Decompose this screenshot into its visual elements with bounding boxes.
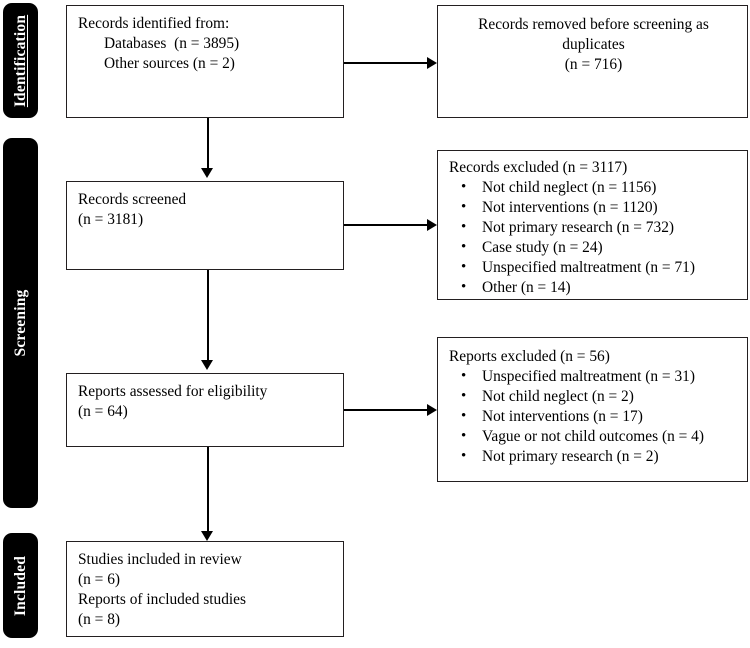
list-item: Other (n = 14) — [449, 278, 738, 298]
arrow-down-icon — [201, 360, 213, 370]
connector-line-horizontal — [344, 224, 427, 227]
list-item: Not child neglect (n = 1156) — [449, 178, 738, 198]
box-studies-included: Studies included in review (n = 6) Repor… — [66, 541, 344, 637]
phase-bar-screening: Screening — [3, 138, 38, 508]
records-identified-line-1: Records identified from: — [78, 15, 230, 32]
records-removed-line-2: duplicates — [562, 36, 625, 54]
records-removed-line-1: Records removed before screening as — [478, 16, 709, 33]
box-records-excluded: Records excluded (n = 3117) Not child ne… — [437, 150, 748, 300]
connector-line-vertical — [206, 270, 209, 360]
phase-label-screening: Screening — [11, 289, 29, 357]
connector-line-vertical — [206, 447, 209, 531]
list-item: Not interventions (n = 1120) — [449, 198, 738, 218]
box-reports-assessed-eligibility: Reports assessed for eligibility (n = 64… — [66, 373, 344, 447]
list-item: Unspecified maltreatment (n = 71) — [449, 258, 738, 278]
records-removed-line-3: (n = 716) — [564, 56, 623, 74]
connector-line-horizontal — [344, 409, 427, 412]
box-records-screened: Records screened (n = 3181) — [66, 181, 344, 270]
records-screened-line-2: (n = 3181) — [78, 211, 144, 229]
connector-line-vertical — [206, 118, 209, 168]
included-line-4: (n = 8) — [78, 611, 121, 629]
phase-bar-included: Included — [3, 533, 38, 638]
records-excluded-heading: Records excluded (n = 3117) — [449, 159, 628, 176]
records-identified-line-3: Other sources (n = 2) — [104, 55, 235, 73]
phase-label-included: Included — [11, 555, 29, 616]
arrow-right-icon — [427, 403, 437, 416]
included-line-1: Studies included in review — [78, 551, 242, 568]
records-excluded-list: Not child neglect (n = 1156) Not interve… — [449, 178, 738, 299]
arrow-down-icon — [201, 168, 213, 178]
list-item: Not interventions (n = 17) — [449, 407, 738, 427]
included-line-2: (n = 6) — [78, 571, 121, 589]
reports-excluded-list: Unspecified maltreatment (n = 31) Not ch… — [449, 367, 738, 467]
list-item: Not primary research (n = 2) — [449, 447, 738, 467]
list-item: Case study (n = 24) — [449, 238, 738, 258]
connector-line-horizontal — [344, 62, 427, 65]
list-item: Unspecified maltreatment (n = 31) — [449, 367, 738, 387]
list-item: Vague or not child outcomes (n = 4) — [449, 427, 738, 447]
arrow-right-icon — [427, 56, 437, 69]
box-records-identified: Records identified from: Databases (n = … — [66, 5, 344, 118]
box-reports-excluded: Reports excluded (n = 56) Unspecified ma… — [437, 337, 748, 482]
eligibility-line-1: Reports assessed for eligibility — [78, 383, 268, 400]
arrow-right-icon — [427, 218, 437, 231]
arrow-down-icon — [201, 531, 213, 541]
records-screened-line-1: Records screened — [78, 191, 187, 208]
phase-label-identification: Identification — [11, 14, 29, 107]
list-item: Not primary research (n = 732) — [449, 218, 738, 238]
included-line-3: Reports of included studies — [78, 591, 246, 609]
phase-bar-identification: Identification — [3, 3, 38, 118]
box-records-removed-duplicates: Records removed before screening as dupl… — [437, 5, 748, 118]
eligibility-line-2: (n = 64) — [78, 403, 128, 421]
reports-excluded-heading: Reports excluded (n = 56) — [449, 348, 610, 365]
records-identified-line-2: Databases (n = 3895) — [104, 35, 240, 53]
list-item: Not child neglect (n = 2) — [449, 387, 738, 407]
